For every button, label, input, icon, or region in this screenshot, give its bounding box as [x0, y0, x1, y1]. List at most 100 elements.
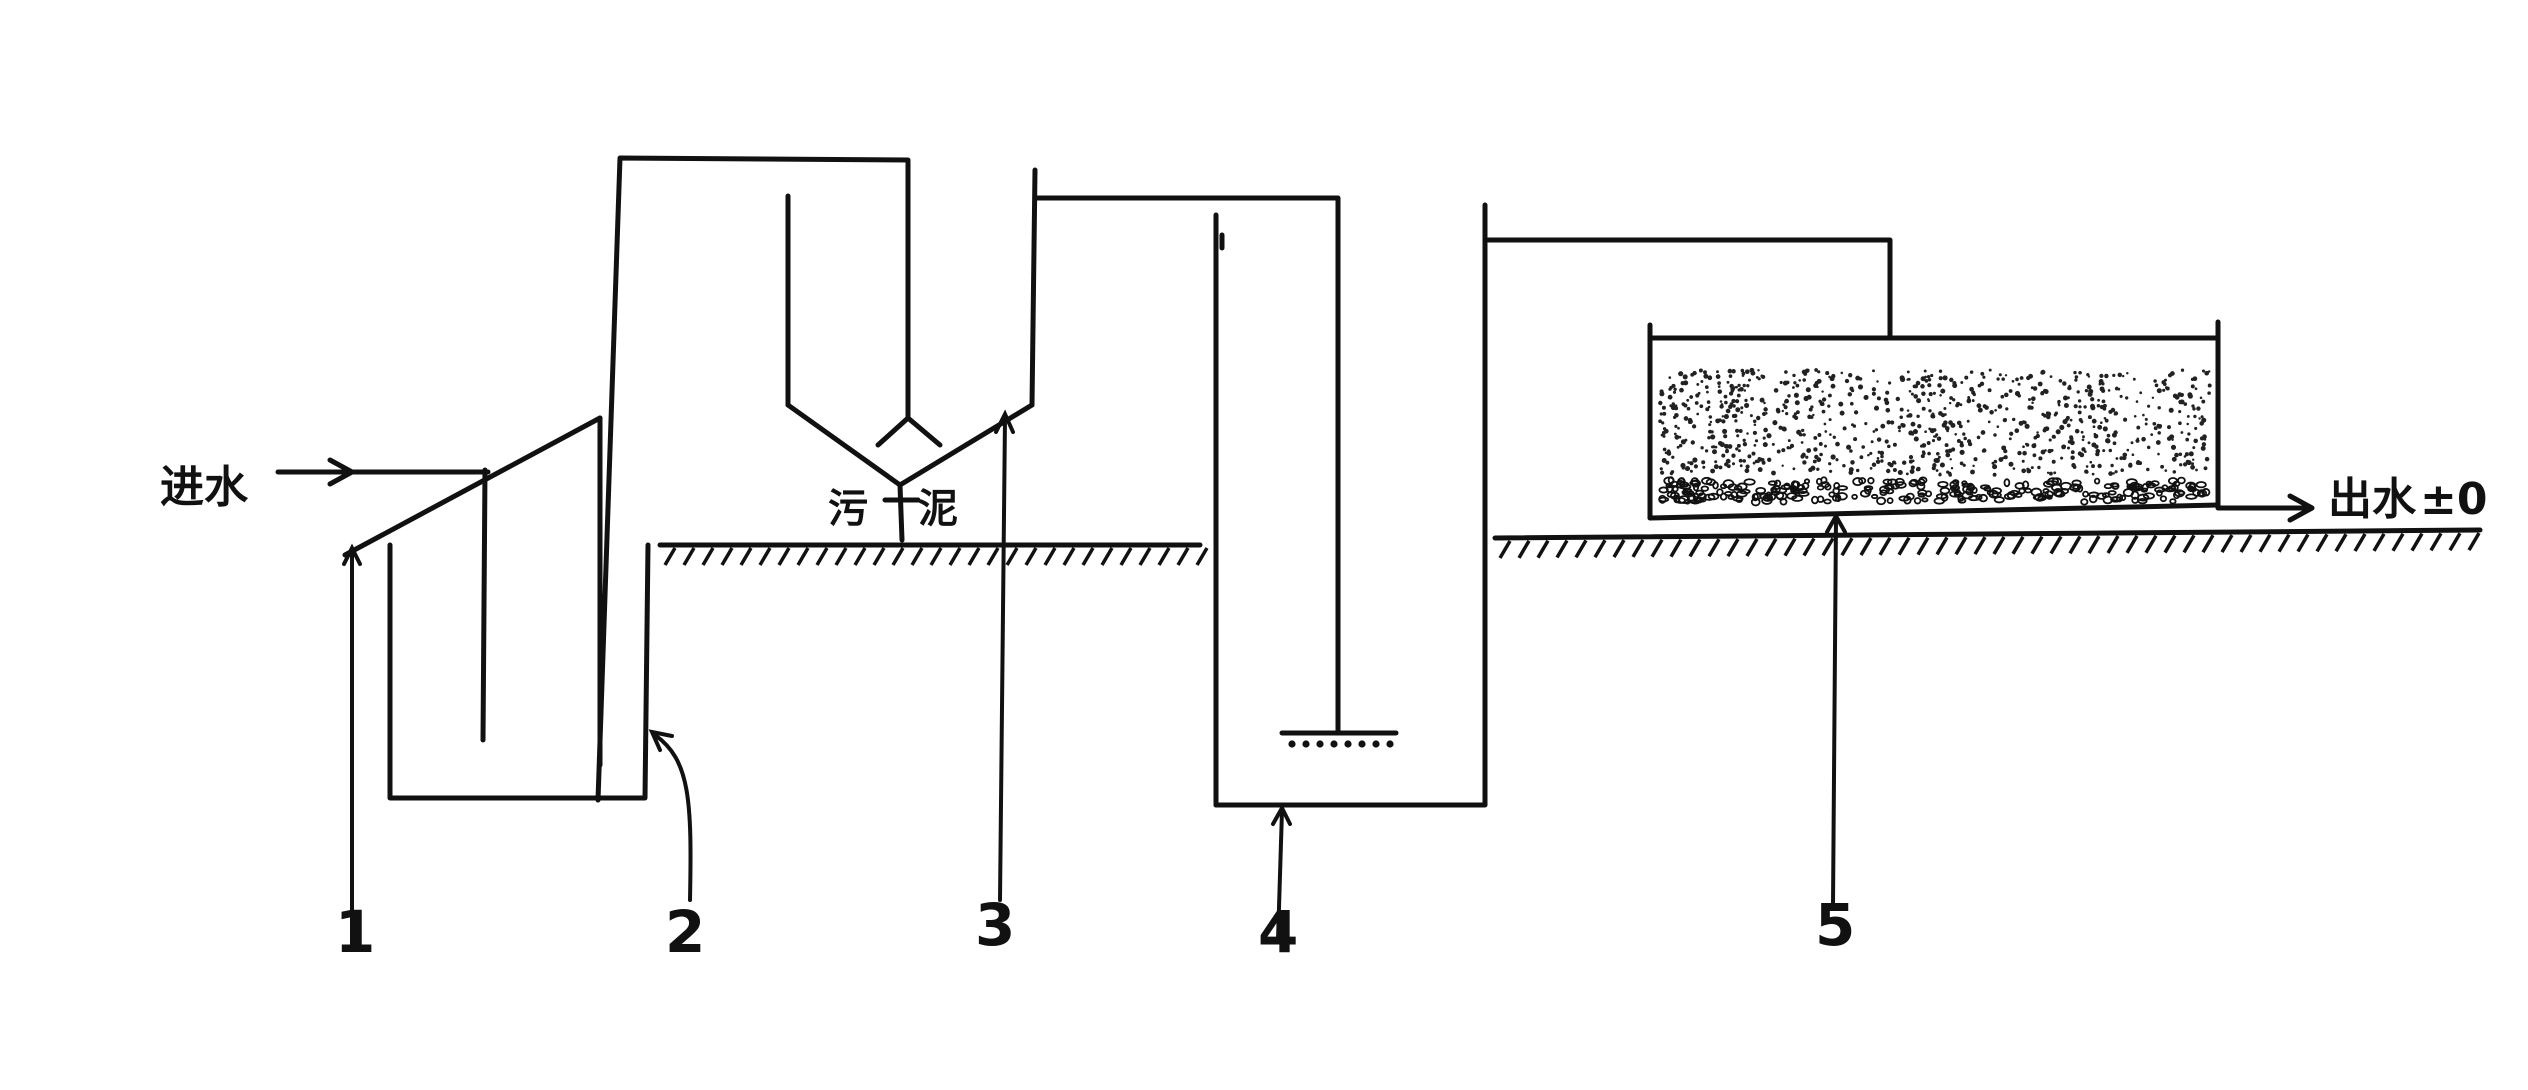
filter-sand-grain: [1718, 465, 1723, 470]
filter-sand-grain: [2083, 450, 2087, 453]
ground-hatch-mark: [1764, 537, 1778, 557]
filter-sand-grain: [1784, 399, 1788, 404]
filter-sand-grain: [2201, 399, 2206, 404]
filter-sand-grain: [1731, 398, 1736, 404]
filter-sand-grain: [2040, 370, 2045, 375]
ground-hatch-mark: [967, 547, 981, 566]
filter-gravel-grain: [1885, 488, 1895, 495]
filter-sand-grain: [2022, 445, 2025, 449]
filter-sand-grain: [1664, 451, 1668, 455]
ground-hatch-mark: [910, 547, 924, 566]
ground-hatch-mark: [1650, 538, 1664, 558]
filter-gravel-grain: [1913, 497, 1922, 505]
filter-sand-grain: [2152, 421, 2157, 426]
filter-sand-grain: [1992, 464, 1998, 470]
filter-sand-grain: [2130, 441, 2134, 445]
filter-sand-grain: [2117, 387, 2121, 391]
ground-hatch-mark: [2239, 534, 2253, 553]
filter-gravel-grain: [1790, 480, 1799, 490]
filter-gravel-grain: [1658, 494, 1667, 504]
filter-sand-grain: [1792, 373, 1796, 378]
filter-sand-grain: [1803, 395, 1809, 402]
ground-hatch-mark: [1062, 547, 1076, 566]
ground-hatch-mark: [1574, 539, 1588, 559]
filter-sand-grain: [2012, 467, 2016, 470]
ground-hatch-mark: [2087, 535, 2101, 555]
filter-sand-grain: [1895, 396, 1900, 402]
filter-sand-grain: [1944, 426, 1950, 431]
filter-sand-grain: [1659, 391, 1665, 397]
filter-sand-grain: [1798, 379, 1801, 382]
part-number-1: 1: [335, 898, 375, 966]
filter-sand-grain: [2190, 462, 2195, 466]
filter-sand-grain: [1713, 464, 1719, 470]
filter-sand-grain: [1742, 383, 1746, 388]
filter-sand-grain: [2167, 425, 2171, 430]
filter-sand-grain: [1852, 424, 1857, 428]
filter-sand-grain: [1998, 457, 2004, 463]
filter-sand-grain: [2094, 444, 2099, 449]
filter-sand-grain: [2078, 417, 2083, 422]
filter-sand-grain: [1689, 461, 1694, 466]
filter-sand-grain: [2178, 410, 2182, 414]
ground-hatch-mark: [720, 547, 734, 566]
filter-sand-grain: [2073, 370, 2077, 375]
filter-sand-grain: [1773, 388, 1779, 393]
diffuser-dot: [1344, 740, 1352, 748]
filter-sand-grain: [1793, 392, 1799, 398]
filter-sand-grain: [1879, 450, 1885, 456]
filter-gravel-grain: [1712, 481, 1719, 490]
filter-sand-grain: [1745, 464, 1750, 469]
filter-sand-grain: [1779, 380, 1783, 385]
filter-sand-grain: [1920, 376, 1926, 382]
ground-hatch-mark: [1992, 536, 2006, 555]
filter-sand-grain: [2022, 420, 2027, 425]
ground-hatch-mark: [2467, 532, 2481, 551]
filter-sand-grain: [2055, 429, 2061, 435]
filter-sand-grain: [1783, 405, 1788, 410]
filter-sand-grain: [2151, 396, 2155, 400]
filter-sand-grain: [1927, 399, 1931, 403]
filter-sand-grain: [2015, 377, 2019, 382]
filter-sand-grain: [2066, 423, 2071, 428]
filter-sand-grain: [2066, 446, 2071, 450]
filter-sand-grain: [1969, 386, 1974, 392]
filter-sand-grain: [1693, 464, 1698, 469]
filter-sand-grain: [2036, 431, 2039, 434]
filter-sand-grain: [1952, 398, 1956, 402]
ground-hatch-mark: [1498, 540, 1512, 559]
filter-sand-grain: [1988, 368, 1992, 372]
ground-hatch-mark: [2296, 533, 2310, 553]
ground-hatch-mark: [1973, 536, 1987, 556]
filter-sand-grain: [1910, 465, 1915, 470]
filter-gravel-grain: [2082, 490, 2090, 498]
filter-sand-grain: [1994, 408, 1997, 412]
filter-sand-grain: [2128, 462, 2133, 467]
filter-gravel-grain: [1779, 498, 1788, 506]
filter-sand-grain: [2126, 448, 2130, 452]
part-number-4: 4: [1258, 898, 1298, 966]
filter-sand-grain: [2031, 401, 2034, 404]
filter-sand-grain: [1937, 383, 1942, 388]
filter-sand-grain: [1861, 445, 1866, 449]
filter-gravel-grain: [1751, 492, 1759, 502]
filter-sand-grain: [2017, 394, 2021, 398]
ground-hatch-mark: [1916, 536, 1930, 556]
filter-sand-grain: [2183, 455, 2187, 458]
filter-sand-grain: [1795, 383, 1800, 388]
filter-sand-grain: [1766, 433, 1772, 439]
filter-sand-grain: [1698, 368, 1703, 373]
filter-sand-grain: [2040, 449, 2046, 455]
filter-sand-grain: [1703, 373, 1709, 379]
filter-gravel-grain: [1886, 497, 1894, 504]
filter-sand-grain: [2102, 426, 2108, 432]
filter-sand-grain: [1781, 448, 1786, 453]
filter-sand-grain: [2174, 452, 2179, 458]
filter-sand-grain: [1969, 370, 1974, 374]
filter-sand-grain: [1678, 443, 1683, 448]
filter-sand-grain: [1716, 370, 1719, 374]
filter-gravel-grain: [2156, 489, 2163, 497]
filter-sand-grain: [1908, 389, 1912, 393]
ground-hatch-mark: [1024, 547, 1038, 566]
filter-sand-grain: [1813, 447, 1818, 452]
